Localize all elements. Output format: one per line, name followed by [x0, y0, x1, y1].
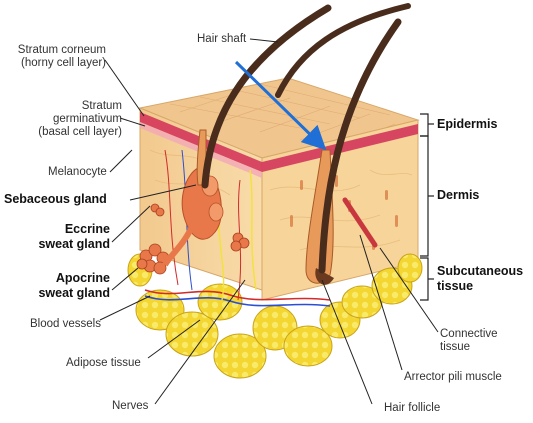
- leader-lines: [99, 38, 439, 405]
- label-blood-vessels: Blood vessels: [30, 318, 101, 330]
- label-connective-tissue: Connective tissue: [440, 328, 498, 353]
- label-dermis: Dermis: [437, 188, 480, 202]
- label-eccrine-sweat-gland: Eccrine sweat gland: [38, 222, 110, 251]
- label-stratum-corneum: Stratum corneum (horny cell layer): [17, 44, 106, 69]
- label-melanocyte: Melanocyte: [48, 166, 107, 178]
- layer-brackets: [420, 113, 434, 301]
- label-subcutaneous-tissue: Subcutaneous tissue: [437, 264, 524, 293]
- label-hair-shaft: Hair shaft: [197, 33, 247, 45]
- hair-shafts: [201, 3, 411, 274]
- label-hair-follicle: Hair follicle: [384, 402, 441, 414]
- label-epidermis: Epidermis: [437, 117, 498, 131]
- label-sebaceous-gland: Sebaceous gland: [4, 192, 107, 206]
- label-stratum-germinativum: Stratum germinativum (basal cell layer): [38, 100, 122, 138]
- label-nerves: Nerves: [112, 400, 149, 412]
- fat-lobules: [127, 253, 423, 379]
- label-arrector-pili-muscle: Arrector pili muscle: [404, 371, 502, 383]
- label-adipose-tissue: Adipose tissue: [66, 357, 141, 369]
- pointer-arrow: [234, 60, 327, 151]
- label-apocrine-sweat-gland: Apocrine sweat gland: [38, 271, 110, 300]
